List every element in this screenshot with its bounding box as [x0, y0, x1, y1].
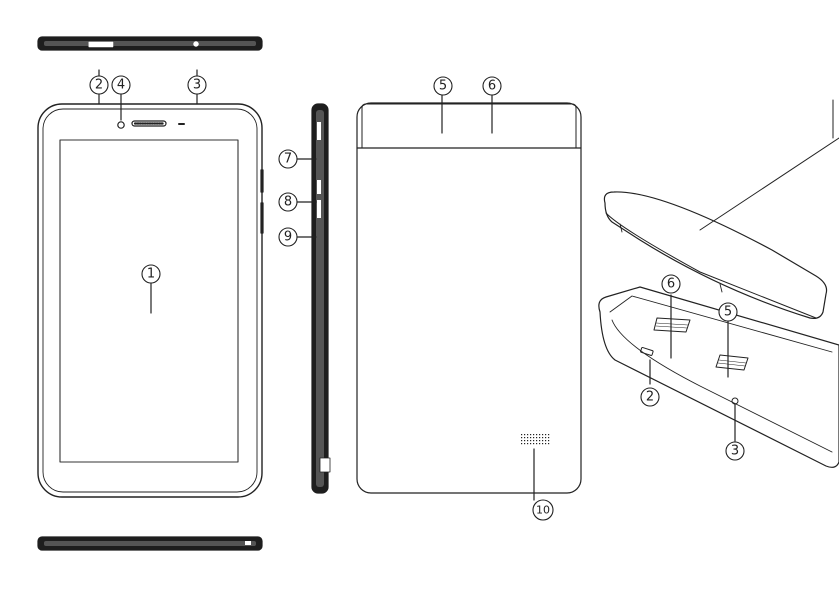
side-view	[312, 104, 330, 493]
callout-open-slot-card-a: 6	[667, 277, 675, 292]
callout-front-camera: 4	[117, 78, 125, 93]
callout-side-button-top: 7	[284, 152, 292, 167]
callout-open-port-left: 2	[646, 390, 654, 405]
rear-speaker-grille	[521, 434, 549, 444]
callout-screen: 1	[147, 267, 155, 282]
bottom-edge-view	[38, 537, 262, 550]
audio-jack	[194, 42, 199, 47]
micro-usb-port	[89, 42, 113, 47]
front-camera	[118, 122, 124, 128]
callout-side-button-mid: 8	[284, 195, 292, 210]
callout-side-button-bottom: 9	[284, 230, 292, 245]
callout-back-top-left: 5	[439, 79, 447, 94]
top-edge-view	[38, 37, 262, 50]
front-view	[38, 104, 262, 497]
screen	[60, 140, 238, 462]
callout-back-top-right: 6	[488, 79, 496, 94]
callout-open-port-right: 3	[731, 444, 739, 459]
light-sensor	[178, 123, 185, 125]
callout-open-slot-card-b: 5	[724, 305, 732, 320]
opened-view	[599, 100, 839, 467]
callout-top-port-left: 2	[95, 78, 103, 93]
callout-top-port-right: 3	[193, 78, 201, 93]
earpiece-grille	[132, 121, 166, 126]
back-view	[357, 95, 581, 500]
callout-speaker: 10	[536, 504, 550, 517]
